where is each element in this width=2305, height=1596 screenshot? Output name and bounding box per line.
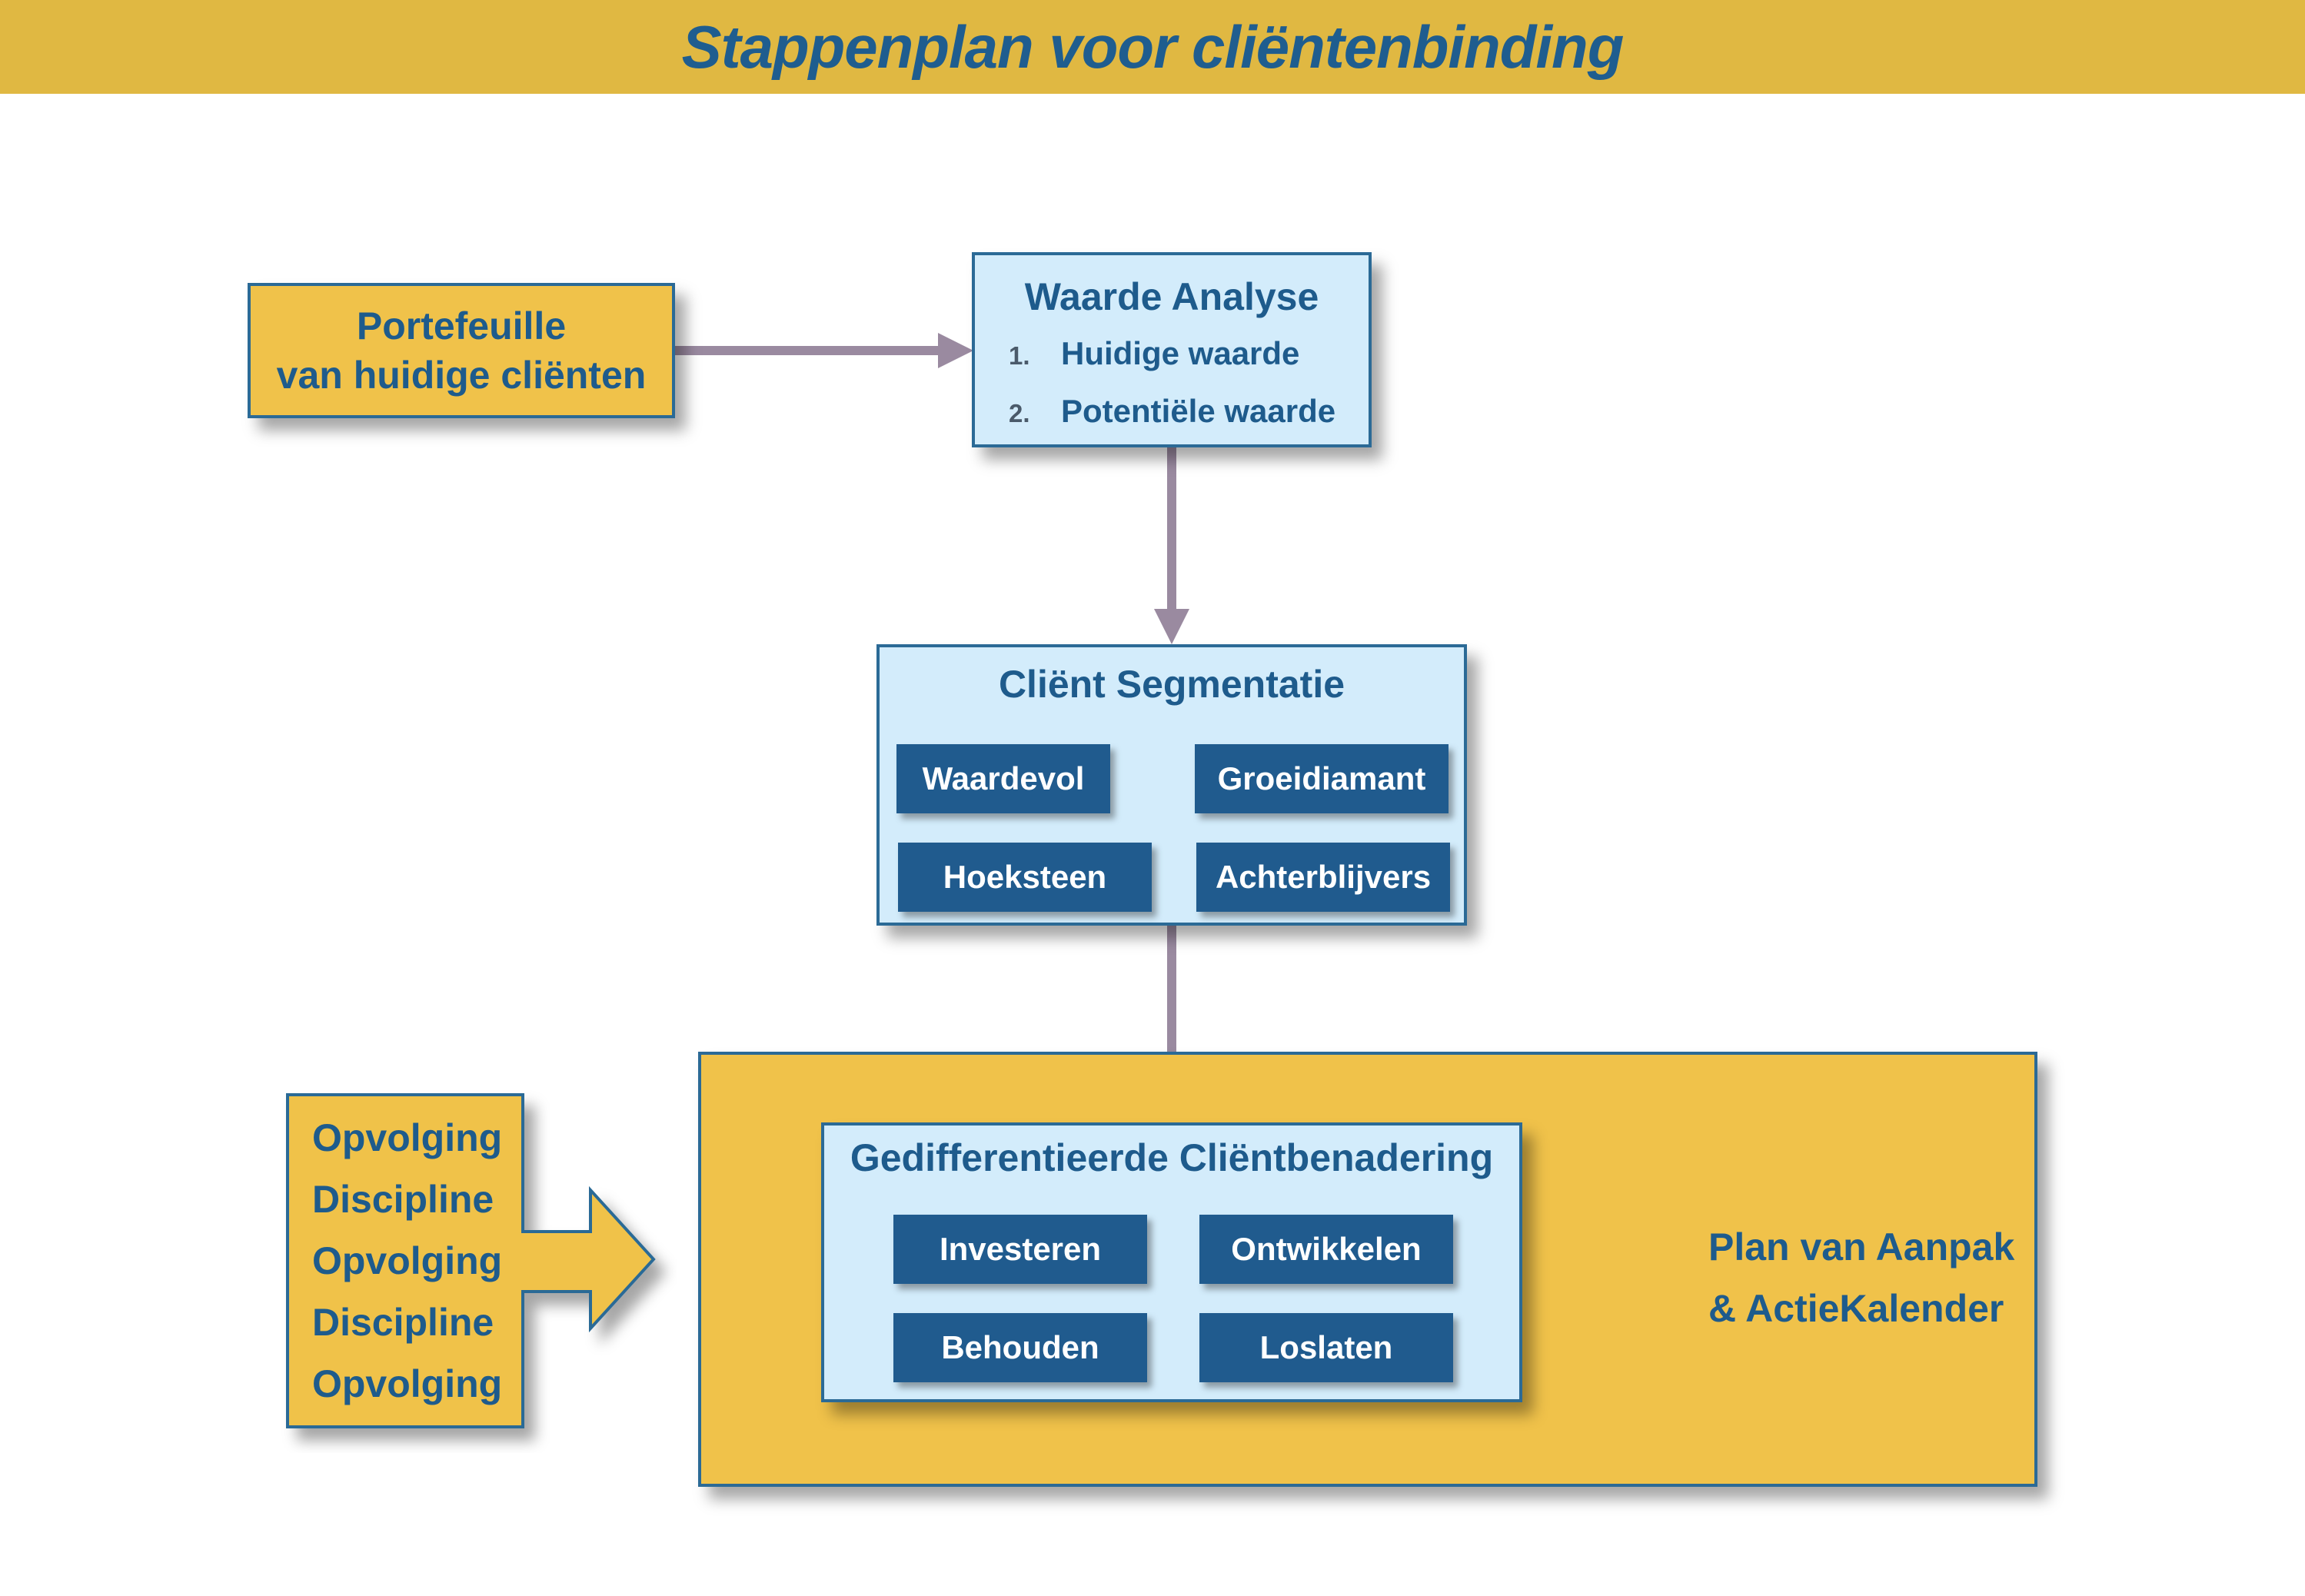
waarde-item-label: Potentiële waarde bbox=[1061, 393, 1336, 429]
plan-label: Plan van Aanpak & ActieKalender bbox=[1708, 1216, 2031, 1339]
header-band bbox=[0, 0, 2305, 94]
waarde-item-label: Huidige waarde bbox=[1061, 335, 1300, 371]
waarde-item: 1. Huidige waarde bbox=[1009, 326, 1369, 384]
action-pill: Behouden bbox=[893, 1313, 1147, 1382]
segment-pill: Waardevol bbox=[896, 744, 1110, 813]
portfolio-box: Portefeuille van huidige cliënten bbox=[248, 283, 675, 418]
action-pill: Ontwikkelen bbox=[1199, 1215, 1453, 1284]
portfolio-line-2: van huidige cliënten bbox=[276, 354, 647, 397]
plan-line-1: Plan van Aanpak bbox=[1708, 1225, 2015, 1268]
page-title: Stappenplan voor cliëntenbinding bbox=[681, 12, 1625, 81]
plan-line-2: & ActieKalender bbox=[1708, 1287, 2004, 1330]
segmentatie-box: Cliënt Segmentatie Waardevol Groeidiaman… bbox=[876, 644, 1467, 926]
waarde-analyse-title: Waarde Analyse bbox=[1024, 275, 1319, 318]
action-pill: Investeren bbox=[893, 1215, 1147, 1284]
followup-word: Discipline bbox=[312, 1301, 494, 1344]
followup-arrow-shape bbox=[286, 1093, 656, 1428]
benadering-box: Gedifferentieerde Cliëntbenadering Inves… bbox=[821, 1122, 1522, 1402]
segment-pill: Hoeksteen bbox=[898, 843, 1152, 912]
benadering-title: Gedifferentieerde Cliëntbenadering bbox=[850, 1136, 1494, 1179]
waarde-analyse-box: Waarde Analyse 1. Huidige waarde 2. Pote… bbox=[972, 252, 1372, 447]
arrow-portfolio-to-waarde bbox=[675, 333, 973, 368]
segment-pill: Achterblijvers bbox=[1196, 843, 1450, 912]
followup-word: Discipline bbox=[312, 1178, 494, 1221]
portfolio-line-1: Portefeuille bbox=[356, 304, 567, 347]
followup-word: Opvolging bbox=[312, 1116, 503, 1159]
waarde-item-number: 1. bbox=[1009, 341, 1030, 370]
segmentatie-title: Cliënt Segmentatie bbox=[998, 663, 1345, 706]
arrow-waarde-to-segmentatie bbox=[1154, 447, 1189, 644]
action-pill: Loslaten bbox=[1199, 1313, 1453, 1382]
followup-word: Opvolging bbox=[312, 1239, 503, 1282]
waarde-item-number: 2. bbox=[1009, 399, 1030, 427]
followup-words: Opvolging Discipline Opvolging Disciplin… bbox=[312, 1107, 512, 1415]
waarde-item: 2. Potentiële waarde bbox=[1009, 384, 1369, 441]
followup-word: Opvolging bbox=[312, 1362, 503, 1405]
segment-pill: Groeidiamant bbox=[1195, 744, 1449, 813]
